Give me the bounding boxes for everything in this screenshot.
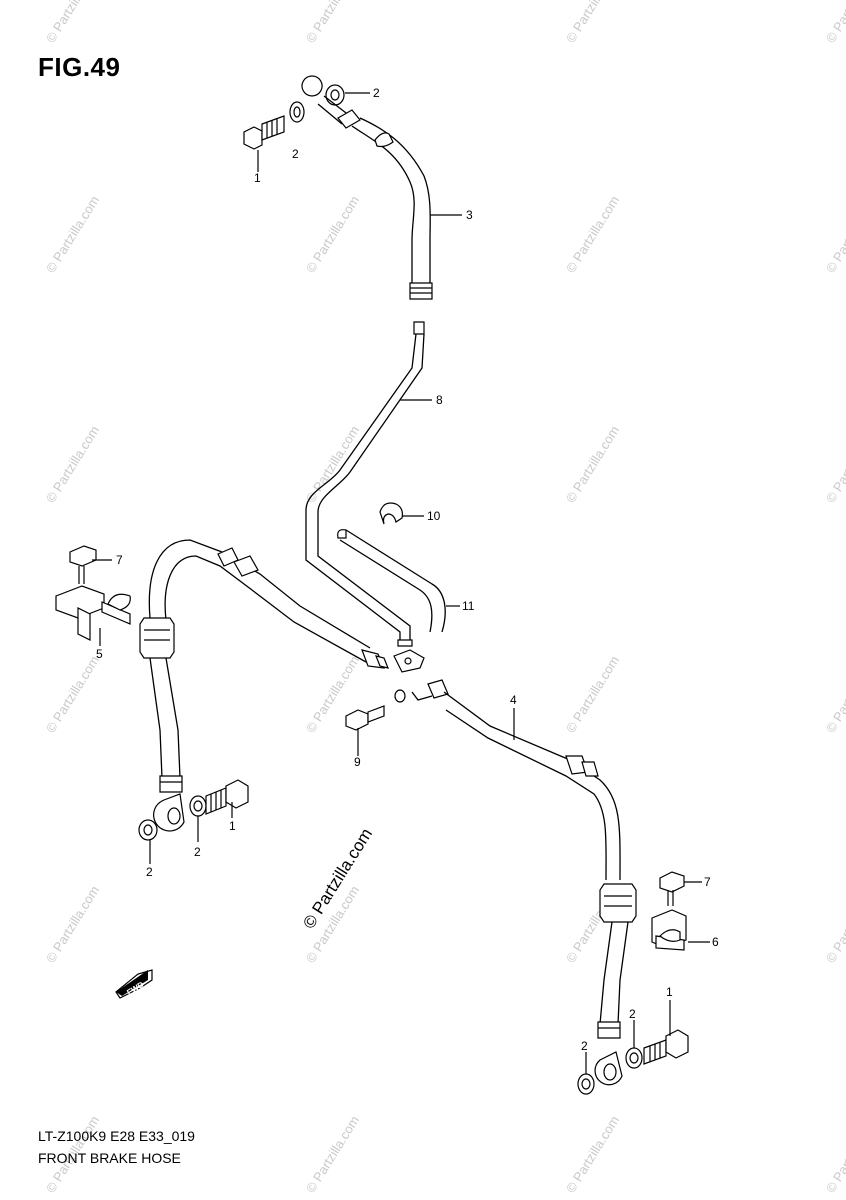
watermark-text: © Partzilla.com [303,1113,362,1195]
watermark-text: © Partzilla.com [563,423,622,505]
watermark-text: © Partzilla.com [823,1113,846,1195]
watermark-text: © Partzilla.com [563,193,622,275]
callout-1-left: 1 [229,819,236,833]
callout-3: 3 [466,208,473,222]
brake-hose-right[interactable] [427,679,637,1086]
watermark-text: © Partzilla.com [43,0,102,45]
model-code: LT-Z100K9 E28 E33_019 [38,1128,195,1144]
washer-right-lower-b[interactable] [625,1047,643,1069]
callout-7-right: 7 [704,875,711,889]
watermark-text: © Partzilla.com [303,423,362,505]
watermark-text: © Partzilla.com [303,0,362,45]
watermark-text: © Partzilla.com [823,883,846,965]
callout-6: 6 [712,935,719,949]
leader-lines [92,92,710,1074]
watermark-text: © Partzilla.com [823,193,846,275]
callout-1-top: 1 [254,171,261,185]
watermark-text: © Partzilla.com [563,653,622,735]
watermark-text: © Partzilla.com [823,653,846,735]
watermark-text: © Partzilla.com [823,0,846,45]
brake-pipe-second[interactable] [337,529,446,633]
washer-left-lower-b[interactable] [189,795,207,817]
banjo-bolt-top[interactable] [243,115,285,150]
watermark-layer: © Partzilla.com © Partzilla.com © Partzill… [43,0,846,1195]
callout-2-top-left: 2 [292,147,299,161]
callout-7-left: 7 [116,553,123,567]
watermark-text: © Partzilla.com [823,423,846,505]
brake-pipe[interactable] [305,321,425,647]
brake-hose-upper[interactable] [301,75,433,300]
watermark-text: © Partzilla.com [303,193,362,275]
watermark-text: © Partzilla.com [43,423,102,505]
callout-5: 5 [96,647,103,661]
watermark-text: © Partzilla.com [43,883,102,965]
washer-right-lower-a[interactable] [577,1073,595,1095]
callout-2-top-right: 2 [373,86,380,100]
bolt-right-7[interactable] [659,871,685,906]
callout-2-left-b: 2 [194,845,201,859]
watermark-text: © Partzilla.com [563,1113,622,1195]
callout-9: 9 [354,755,361,769]
brake-hose-left[interactable] [139,539,389,832]
banjo-bolt-left[interactable] [205,779,249,815]
watermark-text: © Partzilla.com [43,653,102,735]
bolt-left-7[interactable] [69,545,97,584]
pipe-clip[interactable] [379,502,403,525]
callout-8: 8 [436,393,443,407]
watermark-text: © Partzilla.com [563,0,622,45]
callout-2-left-a: 2 [146,865,153,879]
callout-1-right: 1 [666,985,673,999]
callout-2-right-b: 2 [629,1007,636,1021]
callout-11: 11 [462,599,475,613]
bolt-9[interactable] [345,689,433,731]
callout-10: 10 [427,509,441,523]
figure-title: FIG.49 [38,52,121,82]
callout-2-right-a: 2 [581,1039,588,1053]
callout-numbers: 2 1 2 3 8 10 7 11 5 4 9 1 2 2 7 6 1 2 2 [96,86,719,1053]
banjo-bolt-right[interactable] [643,1029,689,1065]
diagram-name: FRONT BRAKE HOSE [38,1150,181,1166]
washer-top-right[interactable] [325,84,345,106]
watermark-text: © Partzilla.com [43,193,102,275]
callout-4: 4 [510,693,517,707]
forward-arrow-icon: FWD [115,969,153,999]
washer-top-left[interactable] [289,101,305,123]
hose-bracket-left[interactable] [55,585,131,641]
washer-left-lower-a[interactable] [138,819,158,841]
hose-bracket-right[interactable] [651,909,687,951]
junction-plate[interactable] [393,649,425,673]
